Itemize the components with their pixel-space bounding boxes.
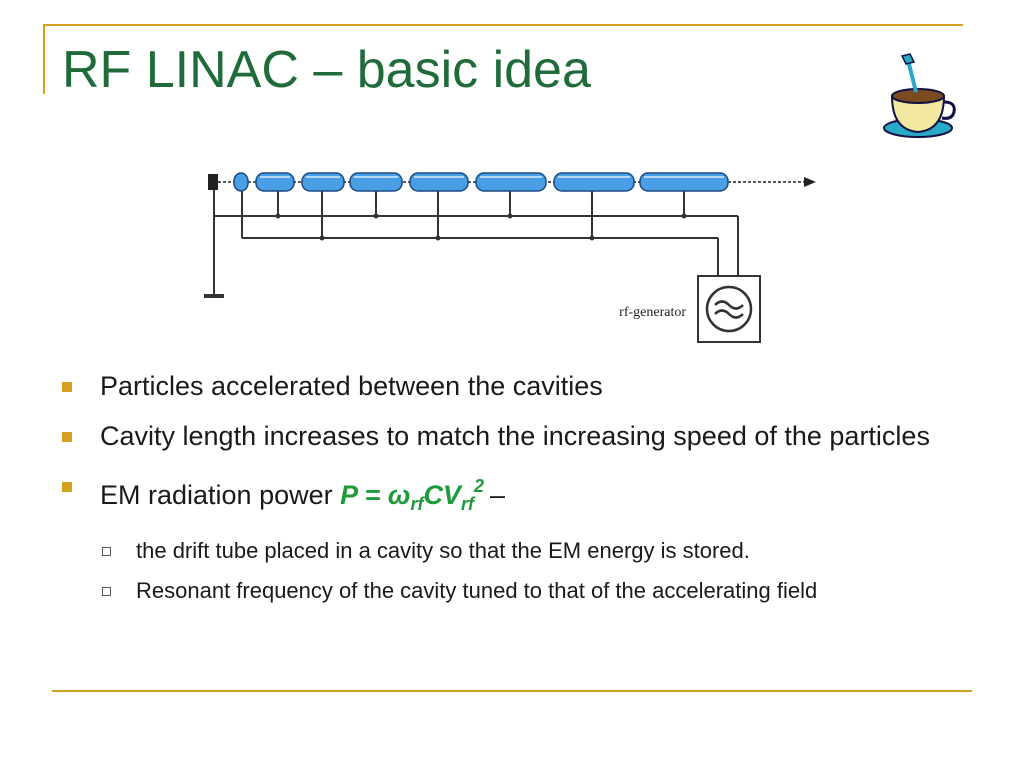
frame-left-rule [43,24,45,94]
bullet-list: Particles accelerated between the caviti… [62,368,982,616]
sub-list-item: Resonant frequency of the cavity tuned t… [62,576,982,606]
list-item: EM radiation power P = ωrfCVrf2– [62,468,982,522]
beam-arrow-icon [804,177,816,187]
bullet-square-icon [62,482,72,492]
list-item: Cavity length increases to match the inc… [62,418,982,454]
linac-diagram: rf-generator [204,172,816,343]
power-formula: P = ωrfCVrf2 [340,476,484,514]
bullet-square-icon [62,432,72,442]
bullet-square-icon [62,382,72,392]
particle-source [208,174,218,190]
rf-generator-label: rf-generator [619,305,686,320]
frame-bottom-rule [52,690,972,692]
list-item: Particles accelerated between the caviti… [62,368,982,404]
hollow-square-bullet-icon [102,587,111,596]
sine-wave-icon [714,300,744,319]
hollow-square-bullet-icon [102,547,111,556]
drift-tubes [233,172,729,192]
coffee-cup-icon [883,53,956,138]
slide-title: RF LINAC – basic idea [62,41,591,99]
sub-list-item: the drift tube placed in a cavity so tha… [62,536,982,566]
frame-top-rule [43,24,963,26]
